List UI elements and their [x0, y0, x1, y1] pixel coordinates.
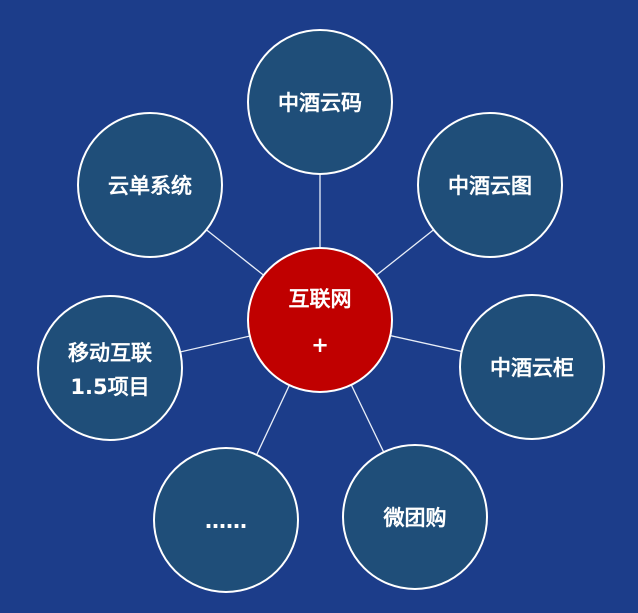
node-label: …… — [205, 509, 247, 533]
satellite-node: 移动互联 1.5项目 — [37, 295, 183, 441]
node-circle — [342, 444, 488, 590]
node-circle — [153, 447, 299, 593]
satellite-node: 微团购 — [342, 444, 488, 590]
satellite-node: 中酒云图 — [417, 112, 563, 258]
node-circle — [77, 112, 223, 258]
center-plus: + — [311, 333, 329, 357]
node-label: 微团购 — [383, 506, 447, 530]
node-label: 中酒云码 — [278, 91, 362, 115]
satellite-node: 中酒云码 — [247, 29, 393, 175]
satellite-node: …… — [153, 447, 299, 593]
node-label: 云单系统 — [108, 174, 192, 198]
node-circle — [247, 29, 393, 175]
node-circle — [459, 294, 605, 440]
node-label: 移动互联 — [68, 341, 152, 365]
center-circle — [247, 247, 393, 393]
node-circle — [37, 295, 183, 441]
satellite-node: 云单系统 — [77, 112, 223, 258]
node-label: 中酒云柜 — [490, 356, 574, 380]
center-node: 互联网 + — [247, 247, 393, 393]
center-label: 互联网 — [289, 287, 352, 311]
node-label-line2: 1.5项目 — [70, 375, 149, 399]
satellite-node: 中酒云柜 — [459, 294, 605, 440]
node-circle — [417, 112, 563, 258]
node-label: 中酒云图 — [448, 174, 532, 198]
